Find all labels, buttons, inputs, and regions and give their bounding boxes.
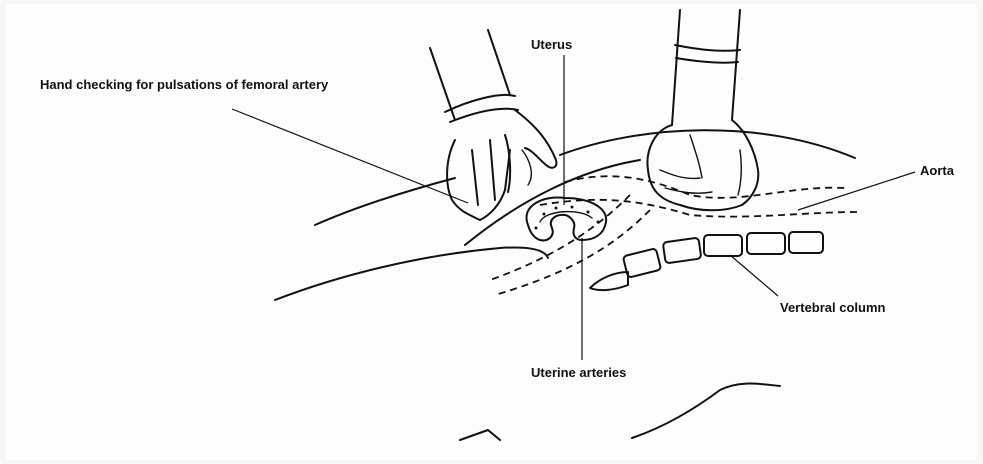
abdomen-contour: [315, 178, 455, 225]
label-uterus: Uterus: [531, 37, 572, 52]
label-aorta: Aorta: [920, 163, 955, 178]
left-hand-drawing: [430, 30, 556, 220]
label-hand: Hand checking for pulsations of femoral …: [40, 77, 329, 92]
label-uterine-arteries: Uterine arteries: [531, 365, 626, 380]
iliac-dashed-1: [490, 195, 630, 280]
aorta-dashed-upper: [565, 176, 845, 198]
upper-body-contour: [560, 130, 855, 158]
vertebral-column-drawing: [590, 232, 823, 290]
uterus-drawing: [526, 197, 606, 240]
lower-contour-right: [632, 384, 780, 439]
vertebral-leader-line: [730, 255, 778, 296]
right-hand-drawing: [647, 10, 758, 210]
aorta-leader-line: [798, 172, 915, 210]
iliac-dashed-2: [495, 210, 650, 295]
lower-contour-left: [460, 430, 500, 440]
hand-leader-line: [232, 109, 468, 203]
label-vertebral-column: Vertebral column: [780, 300, 886, 315]
